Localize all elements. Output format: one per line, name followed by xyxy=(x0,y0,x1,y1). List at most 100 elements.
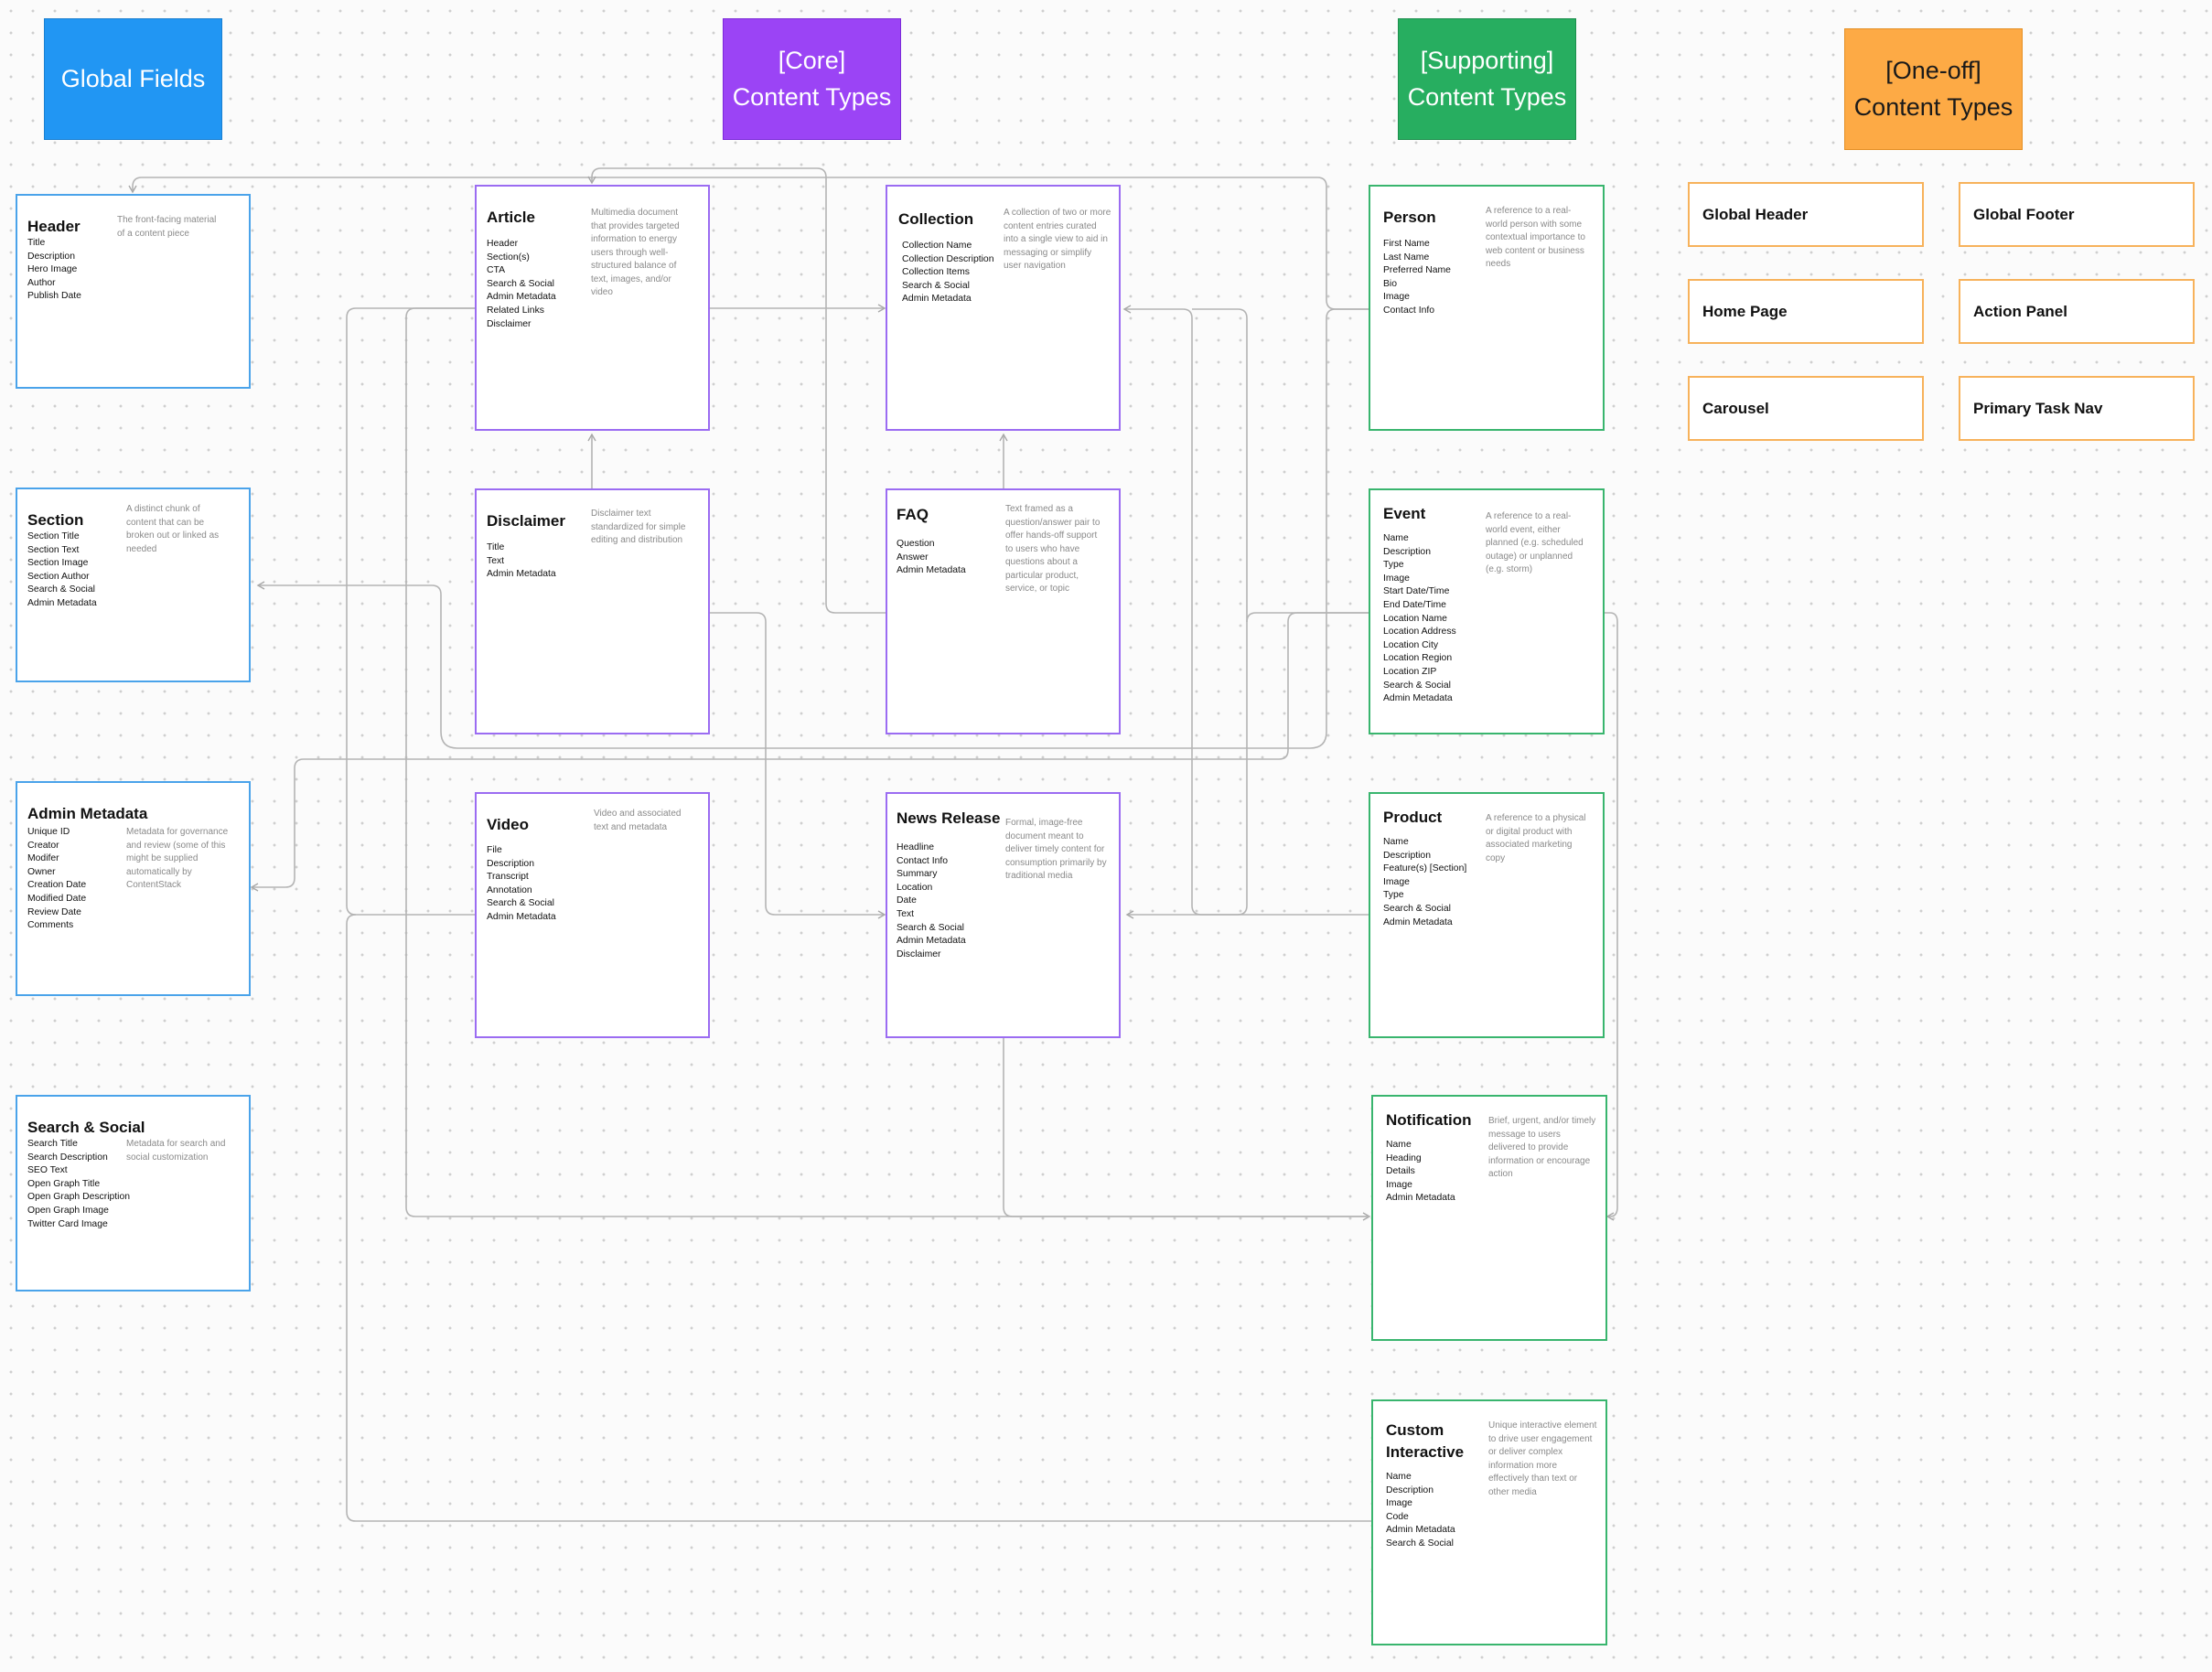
field: Section Text xyxy=(27,544,80,555)
oneoff-item-label: Carousel xyxy=(1702,399,1769,417)
field: Twitter Card Image xyxy=(27,1218,108,1229)
collection-card-fields: Collection Name Collection Description C… xyxy=(902,240,994,306)
field: Disclaimer xyxy=(897,949,941,959)
admin-metadata-card[interactable]: Admin Metadata Unique ID Creator Modifer… xyxy=(16,781,251,996)
field: Search & Social xyxy=(487,898,554,909)
oneoff-item-label: Primary Task Nav xyxy=(1973,399,2103,417)
section-card[interactable]: Section Section Title Section Text Secti… xyxy=(16,488,251,682)
field: Creation Date xyxy=(27,880,87,891)
section-card-desc: A distinct chunk of content that can be … xyxy=(126,504,220,554)
field: Search & Social xyxy=(1383,903,1451,914)
search-social-card-title: Search & Social xyxy=(27,1119,145,1136)
search-social-card-desc: Metadata for search and social customiza… xyxy=(126,1139,226,1163)
news-release-card-title: News Release xyxy=(897,809,1001,827)
video-card-title: Video xyxy=(487,816,529,833)
faq-card[interactable]: FAQ Question Answer Admin Metadata Text … xyxy=(886,488,1121,734)
field: Owner xyxy=(27,866,56,877)
field: Description xyxy=(487,858,534,869)
field: Description xyxy=(1386,1484,1434,1495)
person-card-desc: A reference to a real-world person with … xyxy=(1486,206,1585,269)
field: Title xyxy=(27,238,46,248)
field: Related Links xyxy=(487,305,544,316)
article-card-title: Article xyxy=(487,209,535,226)
collection-card-title: Collection xyxy=(898,210,974,228)
field: Location xyxy=(897,882,933,893)
field: Text xyxy=(897,908,915,919)
oneoff-item-label: Global Footer xyxy=(1973,205,2075,223)
article-card-desc: Multimedia document that provides target… xyxy=(591,208,680,297)
notification-card[interactable]: Notification Name Heading Details Image … xyxy=(1371,1095,1607,1341)
disclaimer-card[interactable]: Disclaimer Title Text Admin Metadata Dis… xyxy=(475,488,710,734)
oneoff-header-line2: Content Types xyxy=(1853,92,2013,121)
field: Image xyxy=(1383,292,1410,303)
connector-newsrelease-notification xyxy=(1003,1037,1369,1217)
field: Search & Social xyxy=(487,278,554,289)
oneoff-item-global-header[interactable]: Global Header xyxy=(1688,182,1924,247)
field: Type xyxy=(1383,560,1404,571)
field: Admin Metadata xyxy=(487,569,556,580)
field: Name xyxy=(1386,1140,1412,1150)
field: Collection Name xyxy=(902,241,972,251)
connector-article-notification xyxy=(405,307,1371,1221)
custom-interactive-card[interactable]: Custom Interactive Name Description Imag… xyxy=(1371,1399,1607,1645)
supporting-header-line1: [Supporting] xyxy=(1420,47,1554,75)
section-card-fields: Section Title Section Text Section Image… xyxy=(27,531,97,611)
field: Headline xyxy=(897,842,935,852)
field: Open Graph Title xyxy=(27,1178,101,1189)
oneoff-item-primary-task-nav[interactable]: Primary Task Nav xyxy=(1959,376,2195,441)
field: CTA xyxy=(487,265,506,276)
field: Admin Metadata xyxy=(1386,1193,1455,1204)
core-header-line1: [Core] xyxy=(778,47,846,75)
custom-interactive-title-line1: Custom xyxy=(1386,1421,1444,1439)
field: Creator xyxy=(27,840,59,851)
connector-person-header xyxy=(128,177,1369,310)
search-social-card[interactable]: Search & Social Search Title Search Desc… xyxy=(16,1095,251,1292)
connector-custom-video xyxy=(346,914,1372,1522)
field: Admin Metadata xyxy=(27,597,97,608)
notification-card-desc: Brief, urgent, and/or timely message to … xyxy=(1488,1116,1596,1179)
faq-card-fields: Question Answer Admin Metadata xyxy=(897,538,966,578)
field: Details xyxy=(1386,1166,1415,1177)
custom-interactive-title-line2: Interactive xyxy=(1386,1442,1465,1461)
field: File xyxy=(487,845,502,855)
disclaimer-card-title: Disclaimer xyxy=(487,512,565,530)
field: Unique ID xyxy=(27,827,70,837)
oneoff-header: [One-off] Content Types xyxy=(1844,28,2023,150)
oneoff-item-action-panel[interactable]: Action Panel xyxy=(1959,279,2195,344)
oneoff-item-carousel[interactable]: Carousel xyxy=(1688,376,1924,441)
person-card-fields: First Name Last Name Preferred Name Bio … xyxy=(1383,238,1451,318)
field: Section Title xyxy=(27,531,80,541)
oneoff-item-global-footer[interactable]: Global Footer xyxy=(1959,182,2195,247)
product-card[interactable]: Product Name Description Feature(s) [Sec… xyxy=(1369,792,1605,1038)
field: Search & Social xyxy=(1386,1538,1454,1549)
field: Collection Description xyxy=(902,253,994,264)
field: Name xyxy=(1383,837,1409,847)
header-card[interactable]: Header Title Description Hero Image Auth… xyxy=(16,194,251,389)
custom-interactive-card-fields: Name Description Image Code Admin Metada… xyxy=(1386,1471,1455,1551)
article-card[interactable]: Article Header Section(s) CTA Search & S… xyxy=(475,185,710,431)
field: Start Date/Time xyxy=(1383,586,1450,597)
core-header-line2: Content Types xyxy=(732,82,892,111)
disclaimer-card-fields: Title Text Admin Metadata xyxy=(487,541,556,582)
article-card-fields: Header Section(s) CTA Search & Social Ad… xyxy=(487,238,556,331)
field: Search & Social xyxy=(902,280,970,291)
video-card[interactable]: Video File Description Transcript Annota… xyxy=(475,792,710,1038)
news-release-card[interactable]: News Release Headline Contact Info Summa… xyxy=(886,792,1121,1038)
admin-metadata-card-desc: Metadata for governance and review (some… xyxy=(126,827,229,890)
connector-video-article xyxy=(346,307,476,916)
faq-card-desc: Text framed as a question/answer pair to… xyxy=(1005,504,1101,594)
field: Hero Image xyxy=(27,264,78,275)
field: Name xyxy=(1383,533,1409,543)
person-card[interactable]: Person First Name Last Name Preferred Na… xyxy=(1369,185,1605,431)
custom-interactive-card-desc: Unique interactive element to drive user… xyxy=(1488,1420,1597,1497)
notification-card-title: Notification xyxy=(1386,1111,1472,1129)
field: Admin Metadata xyxy=(1383,916,1453,927)
global-fields-header-label: Global Fields xyxy=(60,64,206,92)
field: Date xyxy=(897,895,917,906)
oneoff-item-home-page[interactable]: Home Page xyxy=(1688,279,1924,344)
collection-card[interactable]: Collection Collection Name Collection De… xyxy=(886,185,1121,431)
product-card-title: Product xyxy=(1383,809,1443,826)
event-card[interactable]: Event Name Description Type Image Start … xyxy=(1369,488,1605,734)
field: Answer xyxy=(897,552,929,563)
field: Admin Metadata xyxy=(1383,693,1453,704)
